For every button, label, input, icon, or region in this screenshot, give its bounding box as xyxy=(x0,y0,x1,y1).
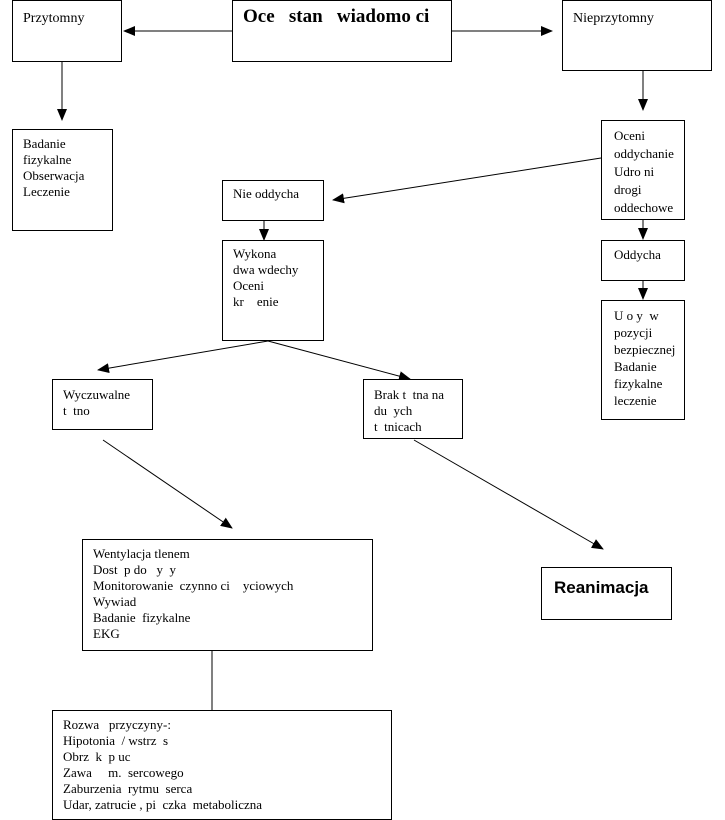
arrow-pulse-to-treatment xyxy=(102,439,233,529)
arrow-to-pulse-present xyxy=(97,340,269,374)
assess-breathing-line: Oceni xyxy=(614,128,646,143)
pulse-present-line: Wyczuwalne xyxy=(63,387,131,402)
arrow-to-no-pulse xyxy=(267,340,411,381)
recovery-line: bezpiecznej xyxy=(614,342,676,357)
conscious-actions-box: Badanie fizykalne Obserwacja Leczenie xyxy=(12,129,113,231)
no-pulse-line: t tnicach xyxy=(374,419,422,434)
title-label: Oce stan wiadomo ci xyxy=(243,6,430,27)
not-breathing-label: Nie oddycha xyxy=(233,186,300,201)
resuscitation-box: Reanimacja xyxy=(541,567,672,620)
causes-line: Udar, zatrucie , pi czka metaboliczna xyxy=(63,797,263,812)
treatment-line: Wentylacja tlenem xyxy=(93,546,190,561)
assess-breathing-line: Udro ni xyxy=(614,164,655,179)
assess-breathing-line: oddechowe xyxy=(614,200,674,215)
causes-line: Obrz k p uc xyxy=(63,749,131,764)
assess-breathing-line: oddychanie xyxy=(614,146,674,161)
causes-line: Zaburzenia rytmu serca xyxy=(63,781,193,796)
arrow-no-pulse-to-resuscitation xyxy=(413,439,604,550)
conscious-label: Przytomny xyxy=(23,11,85,26)
two-breaths-line: dwa wdechy xyxy=(233,262,299,277)
recovery-box: U o y w pozycji bezpiecznej Badanie fizy… xyxy=(601,300,685,420)
treatment-line: Dost p do y y xyxy=(93,562,177,577)
two-breaths-line: Oceni xyxy=(233,278,265,293)
unconscious-box: Nieprzytomny xyxy=(562,0,712,71)
breathing-label: Oddycha xyxy=(614,247,661,262)
pulse-present-line: t tno xyxy=(63,403,90,418)
treatment-box: Wentylacja tlenem Dost p do y y Monitoro… xyxy=(82,539,373,651)
treatment-line: EKG xyxy=(93,626,120,641)
conscious-actions-line: fizykalne xyxy=(23,152,72,167)
arrow-assess-to-not-breathing xyxy=(332,157,602,204)
conscious-actions-line: Leczenie xyxy=(23,184,70,199)
conscious-box: Przytomny xyxy=(12,0,122,62)
causes-line: Zawa m. sercowego xyxy=(63,765,184,780)
title-box: Oce stan wiadomo ci xyxy=(232,0,452,62)
recovery-line: pozycji xyxy=(614,325,653,340)
unconscious-label: Nieprzytomny xyxy=(573,11,654,26)
treatment-line: Wywiad xyxy=(93,594,137,609)
causes-line: Hipotonia / wstrz s xyxy=(63,733,169,748)
no-pulse-line: Brak t tna na xyxy=(374,387,445,402)
assess-breathing-line: drogi xyxy=(614,182,642,197)
causes-line: Rozwa przyczyny-: xyxy=(63,717,171,732)
treatment-line: Monitorowanie czynno ci yciowych xyxy=(93,578,294,593)
breathing-box: Oddycha xyxy=(601,240,685,281)
causes-box: Rozwa przyczyny-: Hipotonia / wstrz s Ob… xyxy=(52,710,392,820)
not-breathing-box: Nie oddycha xyxy=(222,180,324,221)
two-breaths-line: Wykona xyxy=(233,246,277,261)
recovery-line: fizykalne xyxy=(614,376,663,391)
two-breaths-line: kr enie xyxy=(233,294,279,309)
recovery-line: U o y w xyxy=(614,308,659,323)
assess-breathing-box: Oceni oddychanie Udro ni drogi oddechowe xyxy=(601,120,685,220)
pulse-present-box: Wyczuwalne t tno xyxy=(52,379,153,430)
no-pulse-line: du ych xyxy=(374,403,413,418)
no-pulse-box: Brak t tna na du ych t tnicach xyxy=(363,379,463,439)
conscious-actions-line: Badanie xyxy=(23,136,66,151)
treatment-line: Badanie fizykalne xyxy=(93,610,191,625)
recovery-line: Badanie xyxy=(614,359,657,374)
resuscitation-label: Reanimacja xyxy=(554,578,649,597)
conscious-actions-line: Obserwacja xyxy=(23,168,85,183)
two-breaths-box: Wykona dwa wdechy Oceni kr enie xyxy=(222,240,324,341)
recovery-line: leczenie xyxy=(614,393,657,408)
